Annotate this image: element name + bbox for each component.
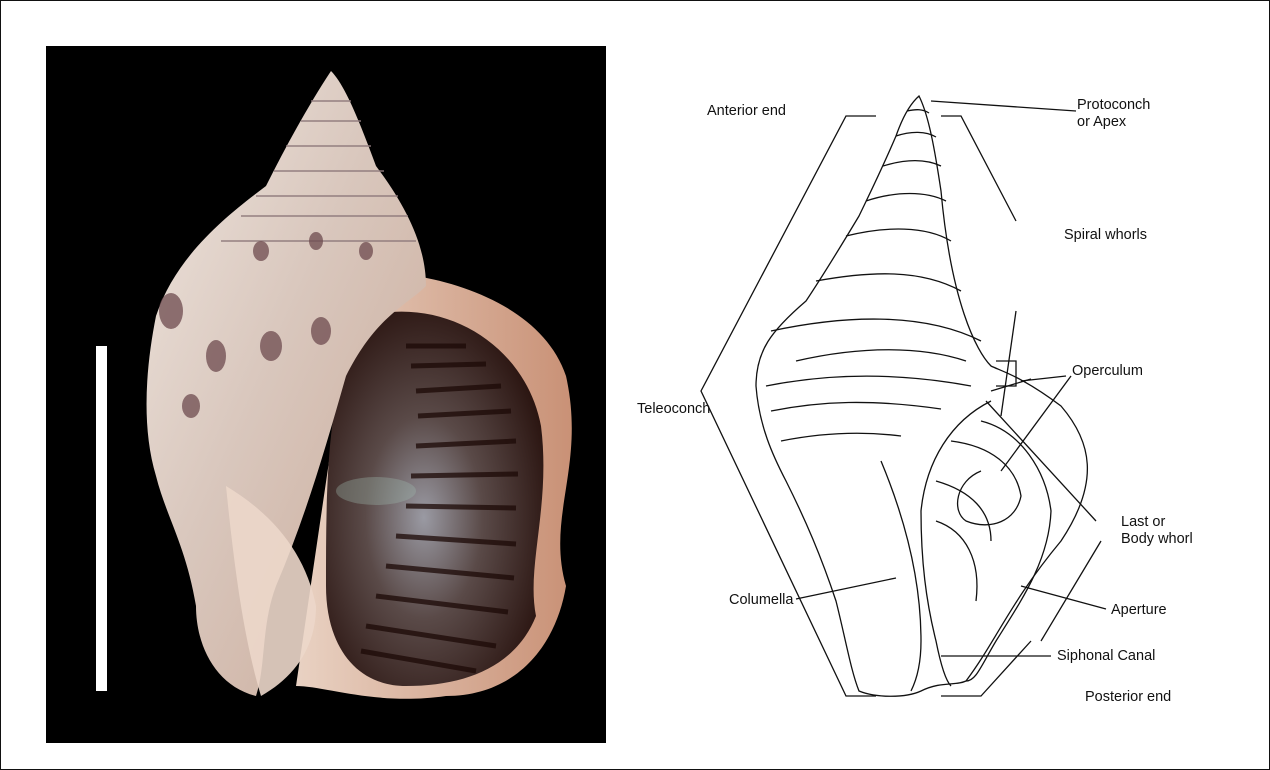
shell-photo-drawing — [46, 46, 606, 743]
label-spiral-whorls: Spiral whorls — [1064, 227, 1147, 244]
label-columella: Columella — [729, 592, 793, 609]
label-siphonal-canal: Siphonal Canal — [1057, 648, 1155, 665]
label-anterior-end: Anterior end — [707, 103, 786, 120]
label-posterior-end: Posterior end — [1085, 689, 1171, 706]
label-protoconch: Protoconch or Apex — [1077, 97, 1150, 131]
label-last-whorl: Last or Body whorl — [1121, 514, 1193, 548]
label-teleoconch: Teleoconch — [637, 401, 710, 418]
label-operculum: Operculum — [1072, 363, 1143, 380]
teleoconch-bracket — [701, 116, 876, 696]
shell-outline — [756, 96, 1087, 696]
diagram-lines — [621, 41, 1241, 741]
label-aperture: Aperture — [1111, 602, 1167, 619]
shell-photo — [46, 46, 606, 743]
scale-bar — [96, 346, 107, 691]
shell-diagram: Anterior end Protoconch or Apex Spiral w… — [621, 41, 1241, 741]
aperture-highlight — [336, 477, 416, 505]
